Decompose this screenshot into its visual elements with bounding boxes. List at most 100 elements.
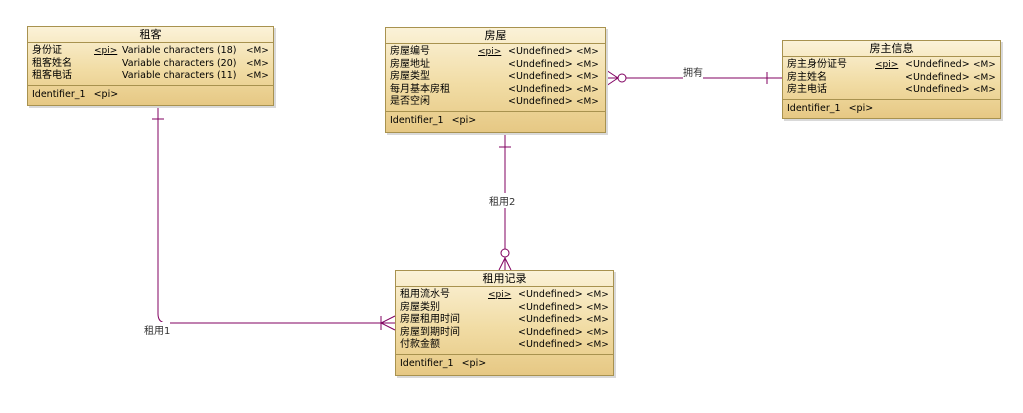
- attribute-mandatory: <M>: [576, 84, 599, 95]
- attribute-row[interactable]: 房屋租用时间 <Undefined> <M>: [400, 314, 609, 327]
- attribute-key: [875, 72, 905, 85]
- attribute-mandatory: <M>: [246, 71, 269, 81]
- relationship-rent1-line[interactable]: [152, 106, 396, 331]
- identifier-row[interactable]: Identifier_1 <pi>: [396, 355, 613, 372]
- attribute-key: [478, 96, 508, 109]
- attribute-row[interactable]: 房屋类别 <Undefined> <M>: [400, 302, 609, 315]
- attribute-key: [488, 327, 518, 340]
- attribute-key: [478, 84, 508, 97]
- identifier-name: Identifier_1: [390, 114, 444, 126]
- attribute-type: <Undefined>: [508, 96, 573, 107]
- identifier-key: <pi>: [461, 357, 487, 369]
- relationship-owns-label: 拥有: [683, 64, 703, 79]
- entity-title: 房主信息: [783, 41, 1000, 57]
- attribute-row[interactable]: 房主身份证号 <pi> <Undefined> <M>: [787, 59, 996, 72]
- attribute-key: <pi>: [488, 290, 512, 300]
- entity-title: 房屋: [386, 28, 605, 44]
- attribute-row[interactable]: 房主电话 <Undefined> <M>: [787, 84, 996, 97]
- relationship-rent2-line[interactable]: [498, 133, 512, 271]
- attribute-row[interactable]: 房主姓名 <Undefined> <M>: [787, 72, 996, 85]
- attribute-name: 房屋类别: [400, 301, 440, 313]
- entity-rental-record[interactable]: 租用记录 租用流水号 <pi> <Undefined> <M> 房屋类别 <Un…: [395, 270, 614, 376]
- identifier-row[interactable]: Identifier_1 <pi>: [28, 86, 273, 103]
- entity-renter[interactable]: 租客 身份证 <pi> Variable characters (18) <M>…: [27, 26, 274, 106]
- attribute-list: 租用流水号 <pi> <Undefined> <M> 房屋类别 <Undefin…: [396, 287, 613, 355]
- attribute-key: [478, 59, 508, 72]
- attribute-key: [488, 339, 518, 352]
- attribute-type: <Undefined>: [518, 289, 583, 300]
- attribute-row[interactable]: 房屋类型 <Undefined> <M>: [390, 71, 601, 84]
- attribute-type: <Undefined>: [508, 46, 573, 57]
- attribute-name: 房屋类型: [390, 71, 430, 82]
- attribute-mandatory: <M>: [586, 302, 609, 313]
- attribute-mandatory: <M>: [576, 97, 599, 107]
- attribute-row[interactable]: 租用流水号 <pi> <Undefined> <M>: [400, 289, 609, 302]
- attribute-key: [94, 70, 122, 83]
- attribute-row[interactable]: 租客电话 Variable characters (11) <M>: [32, 70, 269, 83]
- entity-title: 租用记录: [396, 271, 613, 287]
- attribute-name: 身份证: [32, 45, 62, 56]
- attribute-mandatory: <M>: [973, 72, 996, 83]
- attribute-name: 房屋到期时间: [400, 326, 460, 338]
- attribute-list: 身份证 <pi> Variable characters (18) <M> 租客…: [28, 43, 273, 86]
- attribute-key: <pi>: [875, 60, 899, 70]
- identifier-row[interactable]: Identifier_1 <pi>: [386, 112, 605, 129]
- attribute-type: <Undefined>: [508, 58, 573, 70]
- attribute-name: 租用流水号: [400, 289, 450, 300]
- attribute-row[interactable]: 租客姓名 Variable characters (20) <M>: [32, 58, 269, 71]
- attribute-mandatory: <M>: [973, 60, 996, 70]
- attribute-name: 租客姓名: [32, 57, 72, 69]
- identifier-key: <pi>: [93, 88, 119, 100]
- attribute-name: 租客电话: [32, 70, 72, 81]
- identifier-name: Identifier_1: [787, 102, 841, 114]
- attribute-key: [488, 302, 518, 315]
- attribute-name: 付款金额: [400, 339, 440, 350]
- attribute-row[interactable]: 房屋编号 <pi> <Undefined> <M>: [390, 46, 601, 59]
- attribute-name: 房主电话: [787, 84, 827, 95]
- attribute-mandatory: <M>: [576, 72, 599, 82]
- identifier-row[interactable]: Identifier_1 <pi>: [783, 100, 1000, 117]
- attribute-type: <Undefined>: [905, 84, 970, 95]
- attribute-mandatory: <M>: [576, 59, 599, 70]
- attribute-row[interactable]: 身份证 <pi> Variable characters (18) <M>: [32, 45, 269, 58]
- attribute-name: 房屋租用时间: [400, 314, 460, 325]
- attribute-row[interactable]: 房屋到期时间 <Undefined> <M>: [400, 327, 609, 340]
- attribute-type: <Undefined>: [508, 71, 573, 82]
- attribute-type: Variable characters (18): [122, 45, 237, 56]
- attribute-mandatory: <M>: [246, 58, 269, 69]
- attribute-type: <Undefined>: [508, 83, 573, 95]
- attribute-mandatory: <M>: [246, 46, 269, 56]
- attribute-type: <Undefined>: [905, 71, 970, 83]
- attribute-row[interactable]: 是否空闲 <Undefined> <M>: [390, 96, 601, 109]
- attribute-key: [875, 84, 905, 97]
- relationship-rent2-label: 租用2: [489, 193, 516, 208]
- attribute-key: [478, 71, 508, 84]
- attribute-name: 是否空闲: [390, 96, 430, 107]
- attribute-type: <Undefined>: [905, 59, 970, 70]
- attribute-mandatory: <M>: [586, 290, 609, 300]
- attribute-mandatory: <M>: [586, 327, 609, 338]
- attribute-row[interactable]: 房屋地址 <Undefined> <M>: [390, 59, 601, 72]
- attribute-row[interactable]: 每月基本房租 <Undefined> <M>: [390, 84, 601, 97]
- attribute-key: [94, 58, 122, 71]
- attribute-type: <Undefined>: [518, 301, 583, 313]
- attribute-name: 房屋编号: [390, 46, 430, 57]
- identifier-key: <pi>: [848, 102, 874, 114]
- attribute-type: <Undefined>: [518, 339, 583, 350]
- attribute-key: [488, 314, 518, 327]
- attribute-list: 房屋编号 <pi> <Undefined> <M> 房屋地址 <Undefine…: [386, 44, 605, 112]
- identifier-key: <pi>: [451, 114, 477, 126]
- attribute-type: Variable characters (11): [122, 70, 237, 81]
- entity-house[interactable]: 房屋 房屋编号 <pi> <Undefined> <M> 房屋地址 <Undef…: [385, 27, 606, 133]
- attribute-type: <Undefined>: [518, 326, 583, 338]
- attribute-list: 房主身份证号 <pi> <Undefined> <M> 房主姓名 <Undefi…: [783, 57, 1000, 100]
- attribute-key: <pi>: [94, 46, 118, 56]
- attribute-mandatory: <M>: [586, 315, 609, 325]
- identifier-name: Identifier_1: [32, 88, 86, 100]
- attribute-name: 房屋地址: [390, 58, 430, 70]
- entity-owner[interactable]: 房主信息 房主身份证号 <pi> <Undefined> <M> 房主姓名 <U…: [782, 40, 1001, 119]
- attribute-mandatory: <M>: [973, 85, 996, 95]
- attribute-row[interactable]: 付款金额 <Undefined> <M>: [400, 339, 609, 352]
- identifier-name: Identifier_1: [400, 357, 454, 369]
- attribute-type: <Undefined>: [518, 314, 583, 325]
